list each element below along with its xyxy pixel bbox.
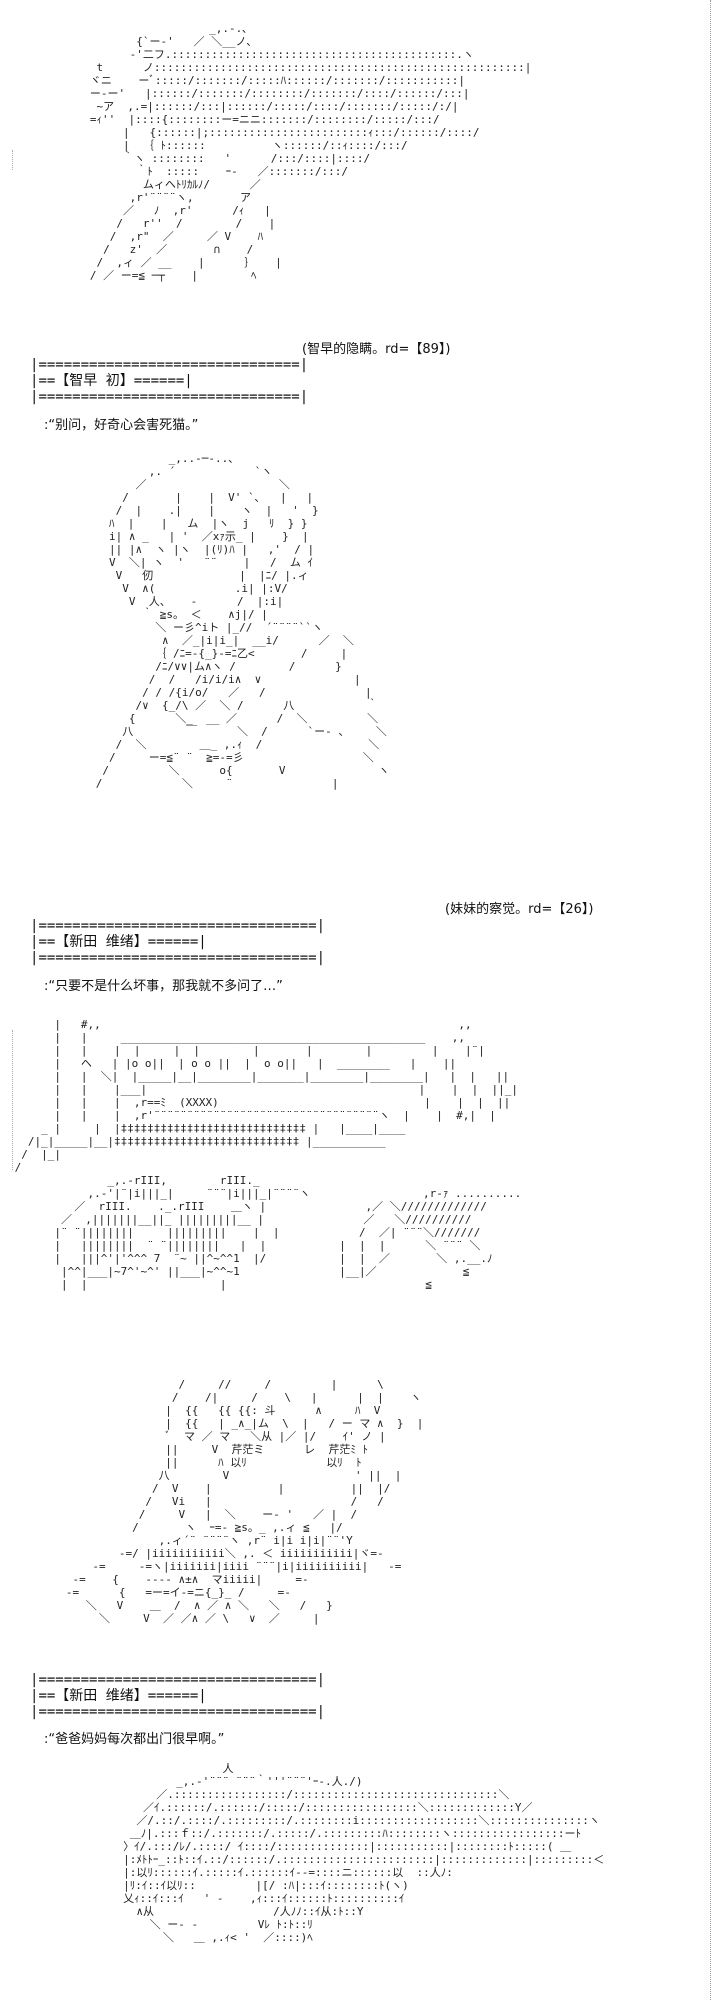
dialog-top-border: |===============================| xyxy=(30,357,309,373)
ascii-art-character-3: / // / | \ / /| / \ | | | ヽ | {{ {{ {{: … xyxy=(65,1378,424,1625)
dialog-quote: :“只要不是什么坏事，那我就不多问了…” xyxy=(44,979,283,994)
dialog-box: |=================================| |==【… xyxy=(30,1672,325,1720)
dialog-top-border: |=================================| xyxy=(30,918,326,934)
dialog-quote: :“别问，好奇心会害死猫。” xyxy=(44,418,199,433)
page-edge-guide xyxy=(700,0,711,2000)
dialog-quote: :“爸爸妈妈每次都出门很早啊。” xyxy=(44,1732,225,1747)
dialog-bottom-border: |=================================| xyxy=(30,950,326,966)
ascii-art-kitchen-background: | #,, ,, | | ___________________________… xyxy=(14,1018,522,1291)
dialog-bottom-border: |=================================| xyxy=(30,1704,326,1720)
speaker-name: |==【新田 维绪】======| xyxy=(30,1688,207,1704)
dialog-box: |=================================| |==【… xyxy=(30,918,325,966)
speaker-name: |==【智早 初】======| xyxy=(30,373,193,389)
dialog-bottom-border: |===============================| xyxy=(30,389,309,405)
ascii-art-character-2: _,..-─-..、 ,. ´ `ヽ ／ ＼ / | | V' `､ | | /… xyxy=(95,452,390,790)
margin-mark xyxy=(12,1030,17,1170)
scene-caption: (妹妹的察觉。rd=【26】) xyxy=(445,902,594,917)
speaker-name: |==【新田 维绪】======| xyxy=(30,934,207,950)
dialog-top-border: |=================================| xyxy=(30,1672,326,1688)
scene-caption: (智早的隐瞒。rd=【89】) xyxy=(302,342,451,357)
ascii-art-character-4: 人 _,.-'¨¨¨ ¨¨¨｀'''¨¨¨'ｰ-.人./) ／.::::::::… xyxy=(123,1762,605,1944)
ascii-art-character-1: _,.-.､ {`ー-' ／ ＼__ノ､ ‐'二フ.::::::::::::::… xyxy=(89,22,532,282)
margin-mark xyxy=(12,150,17,170)
dialog-box: |===============================| |==【智早… xyxy=(30,357,308,405)
